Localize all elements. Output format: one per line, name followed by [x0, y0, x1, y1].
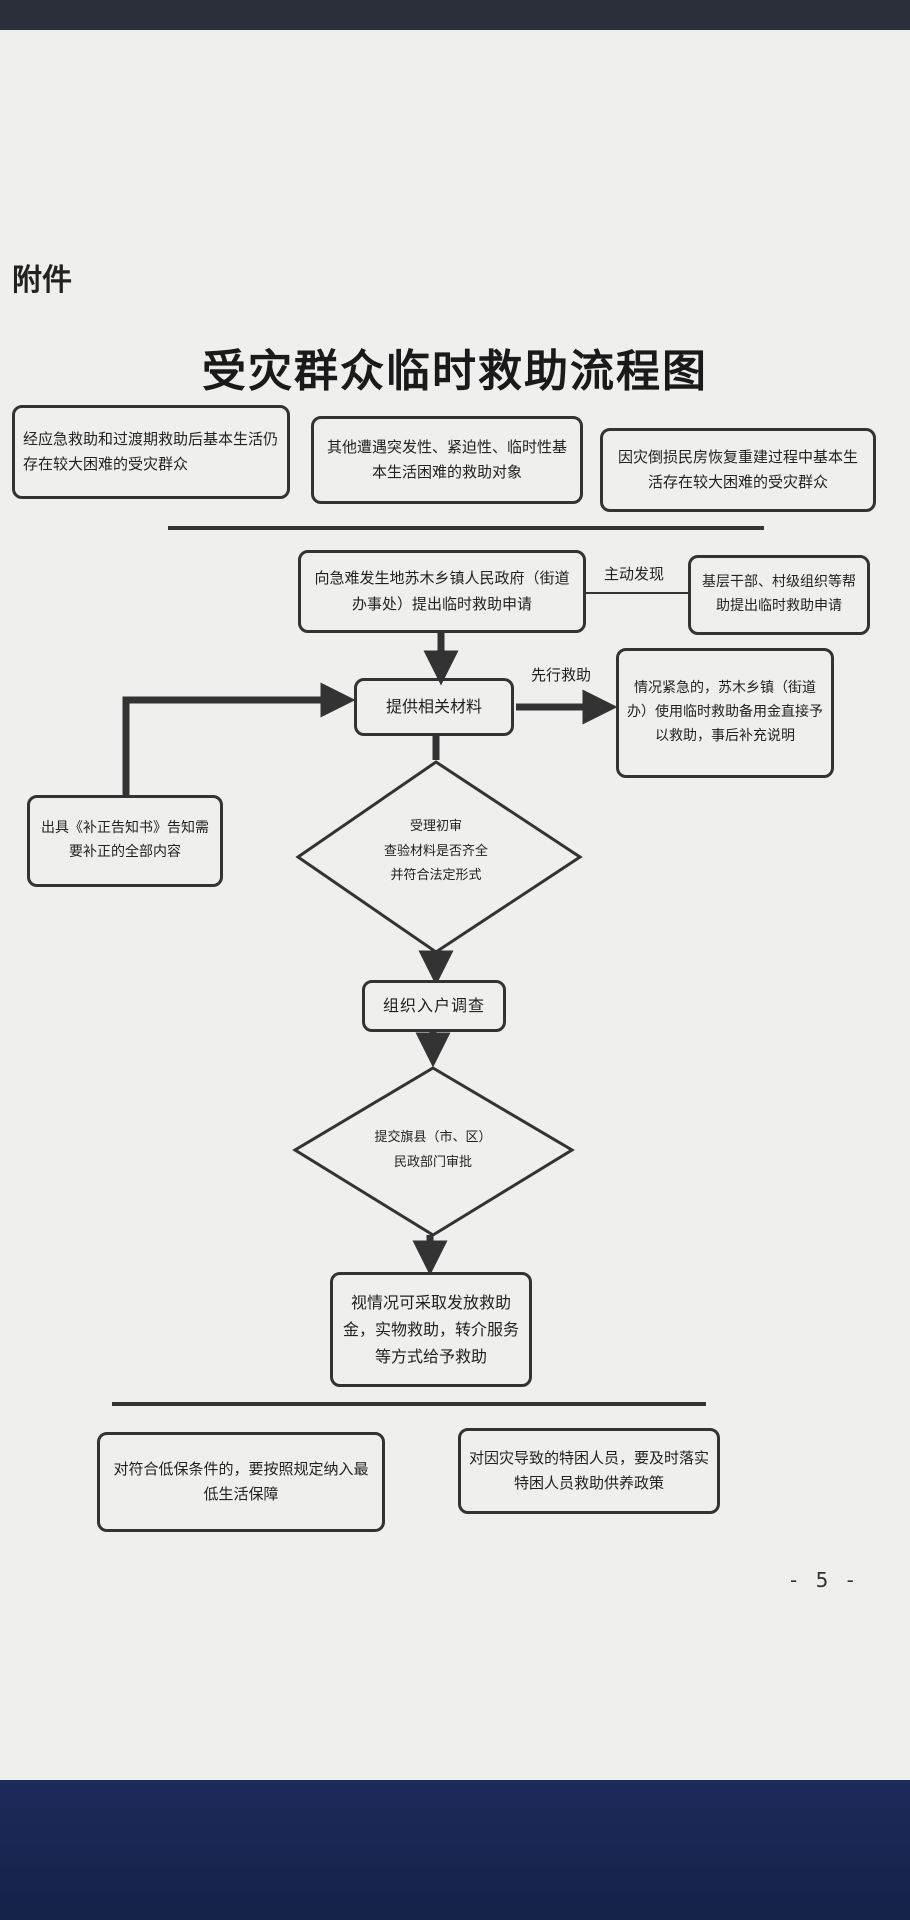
target-box-3: 因灾倒损民房恢复重建过程中基本生活存在较大困难的受灾群众 — [600, 428, 876, 512]
review-line-3: 并符合法定形式 — [390, 868, 482, 884]
target-box-2: 其他遭遇突发性、紧迫性、临时性基本生活困难的救助对象 — [311, 416, 583, 504]
survey-box: 组织入户调查 — [362, 980, 506, 1032]
top-divider — [168, 526, 764, 530]
review-diamond-text: 受理初审 查验材料是否齐全 并符合法定形式 — [346, 815, 526, 889]
grassroots-box: 基层干部、村级组织等帮助提出临时救助申请 — [688, 555, 870, 635]
review-line-2: 查验材料是否齐全 — [383, 843, 488, 859]
target-box-1: 经应急救助和过渡期救助后基本生活仍存在较大困难的受灾群众 — [12, 405, 290, 499]
bottom-divider — [112, 1402, 706, 1406]
flowchart-title: 受灾群众临时救助流程图 — [202, 346, 708, 397]
approval-diamond-text: 提交旗县（市、区） 民政部门审批 — [343, 1126, 523, 1175]
review-line-1: 受理初审 — [409, 819, 462, 834]
approval-line-1: 提交旗县（市、区） — [374, 1130, 492, 1145]
outcome-box-2: 对因灾导致的特困人员，要及时落实特困人员救助供养政策 — [458, 1428, 720, 1514]
approval-line-2: 民政部门审批 — [393, 1154, 472, 1170]
advance-rescue-label: 先行救助 — [531, 666, 592, 684]
background-fabric — [0, 1780, 910, 1920]
apply-box: 向急难发生地苏木乡镇人民政府（街道办事处）提出临时救助申请 — [298, 550, 586, 633]
outcome-box-1: 对符合低保条件的，要按照规定纳入最低生活保障 — [97, 1432, 385, 1532]
supplement-box: 出具《补正告知书》告知需要补正的全部内容 — [27, 795, 223, 887]
urgent-box: 情况紧急的，苏木乡镇（街道办）使用临时救助备用金直接予以救助，事后补充说明 — [616, 648, 834, 778]
attachment-label: 附件 — [12, 263, 72, 298]
arrow-supplement-feedback — [122, 682, 356, 795]
relief-box: 视情况可采取发放救助金，实物救助，转介服务等方式给予救助 — [330, 1272, 532, 1387]
page-number: - 5 - — [790, 1568, 860, 1592]
active-discovery-label: 主动发现 — [604, 565, 665, 583]
